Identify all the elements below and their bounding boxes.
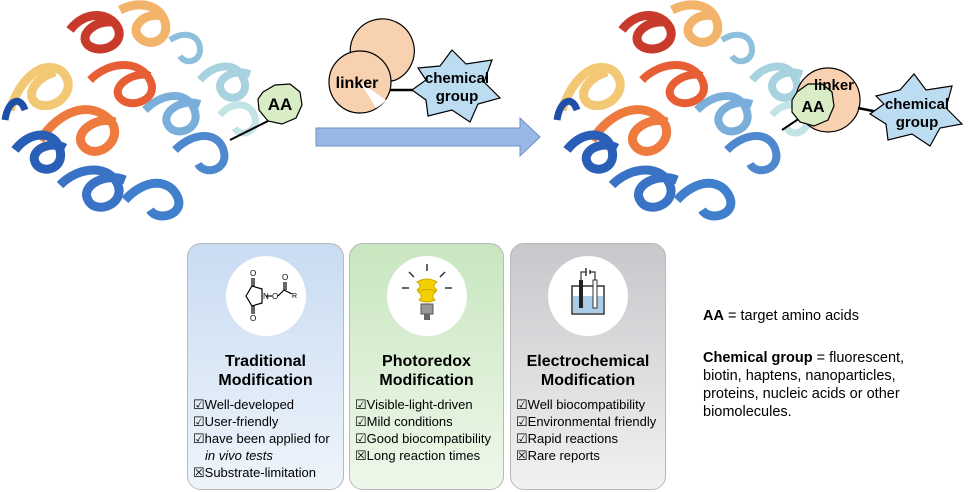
reagent-linker-label: linker: [336, 75, 379, 92]
chemical-group-definition: Chemical group = fluorescent, biotin, ha…: [703, 349, 904, 421]
light-bulb-icon: [386, 256, 467, 336]
electrochemical-feature-list: ☑Well biocompatibility ☑Environmental fr…: [516, 396, 663, 464]
list-item: ☑Rapid reactions: [516, 431, 618, 446]
list-item: ☑have been applied for: [193, 431, 330, 446]
traditional-title-line1: Traditional: [225, 353, 306, 370]
list-item: ☑Visible-light-driven: [355, 397, 473, 412]
electrochemical-cell-drawing: [571, 268, 605, 315]
group-term: Chemical group: [703, 350, 813, 366]
right-aa-label: AA: [801, 99, 825, 116]
reagent-linker-cutout: [360, 82, 386, 108]
nhs-o-top: O: [250, 269, 256, 278]
list-item: ☑Environmental friendly: [516, 414, 657, 429]
nhs-ester-structure-icon: O O N O O R: [225, 256, 306, 336]
list-item: ☒Long reaction times: [355, 448, 481, 463]
right-group-label-2: group: [896, 114, 939, 131]
list-item: ☑User-friendly: [193, 414, 279, 429]
group-def-4: biomolecules.: [703, 404, 792, 420]
reagent-group-shape: [410, 49, 502, 123]
electrochemical-title-line1: Electrochemical: [526, 353, 650, 370]
list-item: ☑Well-developed: [193, 397, 295, 412]
nhs-o-bottom: O: [250, 314, 256, 323]
photoredox-feature-list: ☑Visible-light-driven ☑Mild conditions ☑…: [355, 396, 501, 464]
right-group-label-1: chemical: [885, 96, 949, 113]
left-protein-ribbon: [1, 0, 259, 221]
reagent-group-label-1: chemical: [425, 70, 489, 87]
electrochemical-modification-card: Electrochemical Modification ☑Well bioco…: [510, 243, 666, 490]
photoredox-modification-card: Photoredox Modification ☑Visible-light-d…: [349, 243, 504, 490]
nhs-o-link: O: [272, 292, 278, 301]
right-linker-label: linker: [814, 77, 854, 94]
photoredox-title-line1: Photoredox: [382, 353, 471, 370]
list-item: ☒Rare reports: [516, 448, 600, 463]
group-def-2: biotin, haptens, nanoparticles,: [703, 368, 896, 384]
electrochemical-title-line2: Modification: [540, 372, 636, 389]
reaction-arrow: [315, 116, 541, 158]
right-protein-ribbon: [553, 0, 811, 221]
nhs-o-carbonyl: O: [282, 273, 288, 282]
group-def-1: = fluorescent,: [812, 350, 905, 366]
electrochemical-card-title: Electrochemical Modification: [511, 352, 665, 390]
list-item: ☑Well biocompatibility: [516, 397, 646, 412]
list-item: ☑Mild conditions: [355, 414, 453, 429]
photoredox-title-line2: Modification: [379, 372, 474, 389]
list-item: ☒Substrate-limitation: [193, 465, 316, 480]
list-item: ☑Good biocompatibility: [355, 431, 491, 446]
traditional-title-line2: Modification: [218, 372, 313, 389]
nhs-ester-structure-drawing: O O N O O R: [244, 269, 297, 323]
aa-definition: AA = target amino acids: [703, 307, 859, 325]
left-aa-shape: [257, 83, 303, 125]
photoredox-card-title: Photoredox Modification: [350, 352, 503, 390]
electrochemical-cell-icon: [548, 256, 628, 336]
left-aa-label: AA: [268, 95, 293, 114]
aa-term: AA: [703, 308, 724, 324]
nhs-r: R: [292, 293, 297, 300]
list-item: in vivo tests: [205, 448, 273, 463]
traditional-card-title: Traditional Modification: [188, 352, 343, 390]
traditional-modification-card: O O N O O R Traditional Modification ☑We…: [187, 243, 344, 490]
scheme-graphic: AA linker chemical group linker AA chemi…: [1, 0, 964, 221]
light-bulb-drawing: [401, 264, 452, 320]
group-def-3: proteins, nucleic acids or other: [703, 386, 900, 402]
traditional-feature-list: ☑Well-developed ☑User-friendly ☑have bee…: [193, 396, 341, 481]
right-aa-shape: [791, 83, 835, 127]
nhs-n: N: [263, 292, 269, 301]
aa-def: = target amino acids: [723, 308, 859, 324]
reagent-group-label-2: group: [436, 88, 479, 105]
right-group-shape: [868, 73, 964, 147]
